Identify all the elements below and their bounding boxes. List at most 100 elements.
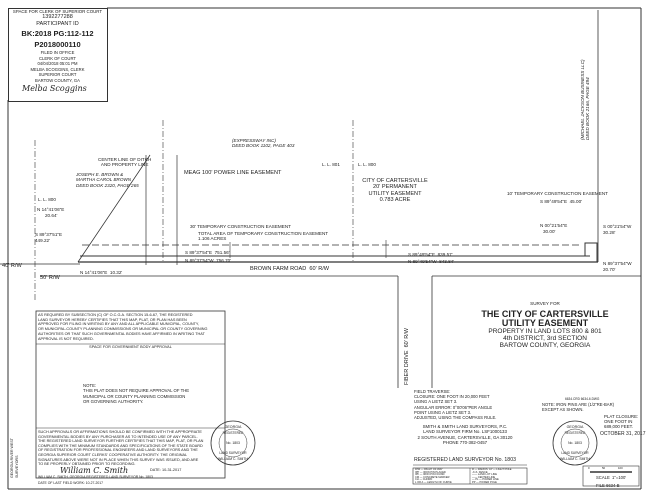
temp-area: TOTAL AREA OF TEMPORARY CONSTRUCTION EAS… [198, 231, 328, 242]
clerk-signature: Melba Scoggins [22, 84, 87, 93]
ll-label: L. L. 800 [358, 162, 376, 167]
title-line5: BARTOW COUNTY, GEORGIA [499, 342, 591, 349]
temp-easement-10: 10' TEMPORARY CONSTRUCTION EASEMENT [507, 191, 608, 196]
call-c2-dist: 449.22' [35, 238, 50, 243]
call-c10-dist: 30.28' [603, 230, 616, 235]
document-number: P2018000110 [34, 40, 81, 49]
scale-tick-0: 0 [588, 466, 590, 470]
survey-for: SURVEY FOR [530, 301, 560, 306]
scale-tick-50: 50 [602, 466, 606, 470]
book-page: BK:2018 PG:112-112 [21, 29, 94, 38]
ditch-line-1: CENTER LINE OF DITCH [98, 157, 152, 162]
plat-closure: PLAT CLOSURE: ONE FOOT IN 689,000 FEET. [604, 414, 639, 429]
scale-label: SCALE 1"=100' [596, 475, 627, 480]
title-line1: THE CITY OF CARTERSVILLE [481, 309, 609, 319]
seal-inner: LAND SURVEYOR [219, 451, 247, 455]
seal-top: GEORGIA [224, 425, 242, 429]
seal-inner: LAND SURVEYOR [561, 451, 589, 455]
call-c10: S 00°21'54"W [603, 224, 632, 229]
seal-sub: REGISTERED [222, 431, 244, 435]
certification-date: DATE: 10-31-2017 [150, 468, 182, 472]
owner-line: DEED BOOK 2320, PAGE 265 [76, 182, 139, 188]
ll-label: L. L. 801 [322, 162, 340, 167]
owner-line: (EXPRESSWAY INC) [232, 138, 276, 143]
easement-area: 0.783 ACRE [379, 196, 411, 203]
call-c11-dist: 20.70' [603, 267, 616, 272]
call-c9-dist: 30.00' [543, 229, 556, 234]
call-c9: N 00°21'54"E [540, 223, 568, 228]
filed-line: 04/04/2018 05:01 PM [37, 61, 78, 66]
ll-label: L. L. 800 [38, 197, 56, 202]
clerk-stamp-box [8, 8, 108, 102]
owner-line: MARTHA CAROL BROWN [76, 177, 132, 183]
rw-50: 50' R/W [40, 275, 60, 281]
government-approval-label: SPACE FOR GOVERNMENT BODY APPROVAL [89, 345, 172, 349]
legend-left: R/W — RIGHT OF WAY IPP — IRON PIN PLACED… [415, 468, 452, 484]
seal-bottom: WILLIAM C. SMITH [560, 457, 590, 461]
easement-line-1: CITY OF CARTERSVILLE [362, 178, 428, 184]
call-c2: S 89°37'51"E [35, 232, 63, 237]
call-c5: N 89°37'54"W 756.70' [185, 258, 232, 263]
plat-date: OCTOBER 31, 2017 [600, 431, 646, 437]
call-c1: N 14°41'06"E [37, 207, 65, 212]
ditch-line [77, 154, 151, 263]
left-vertical-text: GEORGIA RIVER WEST SURVEYORS [10, 438, 19, 478]
call-c1-dist: 20.64' [45, 213, 58, 218]
owner-line: DEED BOOK 2166, PAGE 494 [585, 77, 591, 140]
seal-number: No. 1803 [226, 441, 240, 445]
title-line3: PROPERTY IN LAND LOTS 800 & 801 [488, 328, 602, 335]
legend-right: R — RADIUS LP — LIGHT POLE -X-X- FENCE —… [472, 468, 512, 484]
owner-line: DEED BOOK 1102, PAGE 403 [232, 143, 295, 149]
owner-east: (MICHAEL JACKSON BUSINESS LLC)DEED BOOK … [580, 59, 591, 140]
fiber-drive-label: FIBER DRIVE 60' R/W [404, 328, 410, 385]
easement-line-2: 20' PERMANENT [373, 184, 417, 191]
easement-line-3: UTILITY EASEMENT [368, 190, 422, 197]
temp-area-label: TOTAL AREA OF TEMPORARY CONSTRUCTION EAS… [198, 231, 329, 236]
seal-bottom: WILLIAM C. SMITH [218, 457, 248, 461]
drawing-ref: 6634.CRD 6634-6.DWG [565, 397, 600, 401]
participant-number: 1392277288 [42, 14, 73, 20]
call-c6: S 89°49'54"E 839.57' [408, 252, 453, 257]
seal-number: No. 1803 [568, 441, 582, 445]
registered-label: REGISTERED LAND SURVEYOR No. 1803 [414, 457, 516, 463]
certification-text-bottom: SUCH APPROVALS OR AFFIRMATIONS SHOULD BE… [38, 430, 204, 467]
temp-area-value: 1.106 ACRES [198, 236, 227, 242]
call-c3: N 14°41'06"E 10.32' [80, 270, 123, 275]
power-easement-label: MEAG 100' POWER LINE EASEMENT [184, 170, 282, 176]
certification-text: AS REQUIRED BY SUBSECTION (C) OF O.C.G.A… [38, 313, 208, 341]
filed-line: SUPERIOR COURT [38, 72, 77, 77]
surveyor-line: WILLIAM C. SMITH, GEORGIA REGISTERED LAN… [38, 474, 153, 479]
clerk-header: SPACE FOR CLERK OF SUPERIOR COURT [12, 9, 103, 14]
call-c4: S 89°37'54"E 751.56' [185, 250, 230, 255]
call-c8: S 89°49'54"E 45.00' [540, 199, 583, 204]
filed-line: BARTOW COUNTY, GA [35, 77, 80, 83]
approval-note: NOTE: THIS PLAT DOES NOT REQUIRE APPROVA… [83, 383, 190, 405]
owner-north: (EXPRESSWAY INC)DEED BOOK 1102, PAGE 403 [232, 138, 294, 149]
temp-easement-30: 30' TEMPORARY CONSTRUCTION EASEMENT [190, 224, 291, 229]
certification-box [35, 310, 226, 479]
iron-pins-note: NOTE: IRON PINS ARE (1/2"RE-BAR) EXCEPT … [542, 402, 614, 412]
call-c11: N 89°37'54"W [603, 261, 632, 266]
easement-jog [584, 242, 598, 262]
participant-label: PARTICIPANT ID [36, 21, 79, 27]
filed-stamp: FILED IN OFFICE CLERK OF COURT 04/04/201… [9, 50, 106, 83]
rw-40: 40' R/W [2, 263, 22, 269]
call-c7: N 89°49'54"W 843.84' [408, 259, 455, 264]
owner-line: JOSEPH E. BROWN & [76, 172, 124, 177]
file-number: FILE 6634-B [596, 483, 620, 488]
scale-tick-100: 100 [618, 466, 623, 470]
title-line2: UTILITY EASEMENT [501, 318, 589, 328]
surveyor-signature: William C. Smith [60, 466, 129, 475]
title-line4: 4th DISTRICT, 3rd SECTION [503, 335, 587, 342]
scale-box [582, 465, 640, 487]
filed-line: CLERK OF COURT [39, 55, 76, 61]
surveyor-firm: SMITH & SMITH LAND SURVEYORS, P.C. LAND … [417, 424, 513, 446]
last-field-work: DATE OF LAST FIELD WORK: 10-27-2017 [38, 480, 104, 485]
road-name: BROWN FARM ROAD 60' R/W [250, 266, 330, 272]
surveyor-seal-right [552, 420, 598, 466]
seal-top: GEORGIA [566, 425, 584, 429]
